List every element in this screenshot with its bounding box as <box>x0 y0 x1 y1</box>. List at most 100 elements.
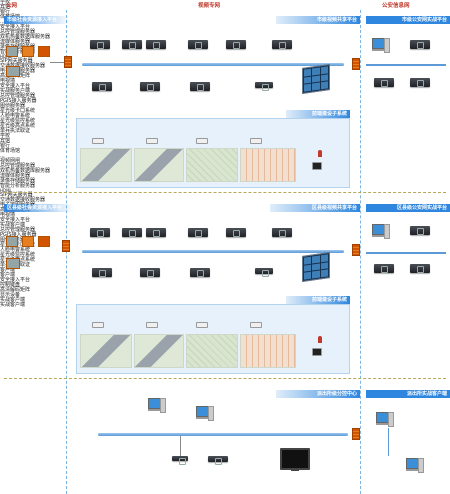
bank-icon <box>38 46 50 57</box>
server-icon <box>374 264 394 273</box>
s1-subsystem-3: 星光级高点系统 <box>0 123 36 129</box>
firewall-icon <box>62 240 70 252</box>
s1-center-banner: 市级视频共享平台 <box>276 16 360 24</box>
s2-subpanel-title: 前端建设子系统 <box>286 296 350 304</box>
server-icon <box>122 40 142 49</box>
display-icon <box>280 448 310 471</box>
s1-network-bus <box>82 63 344 66</box>
monitoring-scene <box>186 334 238 368</box>
s1-bottom-server-label-4: 电视墙 <box>0 78 16 84</box>
s1-top-server-label-2: 流媒体服务器 <box>0 39 31 45</box>
server-icon <box>90 228 110 237</box>
bodycam-icon <box>312 162 322 170</box>
s2-right-device-2: PGIS接入服务器 <box>0 232 37 238</box>
server-icon <box>146 228 166 237</box>
site-school: 学校 <box>0 0 11 5</box>
server-icon <box>272 228 292 237</box>
zone-video: 视频专网 <box>198 3 221 9</box>
monitoring-scene <box>186 148 238 182</box>
officer-icon <box>318 150 322 157</box>
s3-gateway: 安全接入平台 <box>0 277 31 283</box>
site-more: ... <box>0 19 5 25</box>
link-keyboard <box>180 436 181 456</box>
s2-left-banner: 区县级社会资源接入平台 <box>4 204 74 212</box>
firewall-icon <box>352 244 360 256</box>
separator-public-video <box>66 10 67 494</box>
firewall-icon <box>352 58 360 70</box>
zone-police: 公安信息网 <box>382 3 410 9</box>
link-sites-gateway <box>50 62 64 63</box>
firewall-icon <box>352 428 360 440</box>
decoder-icon <box>255 268 273 277</box>
s1-right-device-0: 实战服务户端 <box>0 88 31 94</box>
zone-public: 公网 <box>6 3 18 9</box>
server-icon <box>140 268 160 277</box>
client-pc-icon <box>376 412 394 427</box>
s1-gateway-right: 安全接入平台 <box>0 83 31 89</box>
site-bank: 银行 <box>0 9 11 15</box>
server-icon <box>226 40 246 49</box>
s1-bottom-server-label-0: SIP网关服务器 <box>0 58 33 64</box>
s1-subsystem-4: 单兵执法取证 <box>0 128 31 134</box>
camera-icon <box>196 322 208 328</box>
decoder-icon <box>255 82 273 91</box>
link-right-clients <box>388 428 389 456</box>
bank-icon <box>38 236 50 247</box>
camera-icon <box>92 138 104 144</box>
s1-right-banner: 市级公安网实战平台 <box>366 16 450 24</box>
s3-right-client-1: 实战客户端 <box>0 302 26 308</box>
police-bus <box>366 252 446 254</box>
server-icon <box>146 40 166 49</box>
server-icon <box>188 228 208 237</box>
s1-top-server-label-0: 总控管理服务器 <box>0 29 36 35</box>
stadium-icon <box>6 258 20 269</box>
camera-icon <box>250 322 262 328</box>
s2-right-device-0: 实战客户端 <box>0 222 26 228</box>
separator-section-1-2 <box>4 192 446 193</box>
camera-icon <box>250 138 262 144</box>
bodycam-icon <box>312 348 322 356</box>
s1-bottom-server-label-1: 交通数据接收服务器 <box>0 63 46 69</box>
site-more: ... <box>0 153 5 159</box>
s1-right-device-3: 图侦服务器 <box>0 103 26 109</box>
s3-center-banner: 派出所级分控中心 <box>276 390 360 398</box>
site-hotel: 宾馆 <box>0 4 11 10</box>
school-icon <box>6 236 18 247</box>
officer-icon <box>318 336 322 343</box>
s3-keyboard: 控制键盘 <box>0 282 21 288</box>
server-icon <box>410 264 430 273</box>
face-capture-scene <box>134 148 184 182</box>
s2-top-server-label-2: 流媒体服务器 <box>0 173 31 179</box>
server-icon <box>410 226 430 235</box>
client-pc-icon <box>196 406 214 421</box>
server-icon <box>188 40 208 49</box>
camera-icon <box>196 138 208 144</box>
firewall-icon <box>64 56 72 68</box>
video-wall-icon <box>302 252 330 282</box>
camera-icon <box>92 322 104 328</box>
s3-client-label-1: 客户端 <box>0 267 16 273</box>
site-bank: 银行 <box>0 143 11 149</box>
camera-icon <box>146 138 158 144</box>
s2-subsystem-1: 人脸电警系统 <box>0 247 31 253</box>
client-pc-icon <box>372 38 390 53</box>
video-wall-icon <box>302 64 330 94</box>
hotel-icon <box>22 236 34 247</box>
s3-right-banner: 派出所实战客户端 <box>366 390 450 398</box>
s2-right-banner: 区县级公安网实战平台 <box>366 204 450 212</box>
s1-subsystem-0: 星光级卡口系统 <box>0 108 36 114</box>
s1-subpanel-title: 前端建设子系统 <box>286 110 350 118</box>
separator-section-2-3 <box>4 378 446 379</box>
hotel-icon <box>22 46 34 57</box>
s1-subsystem-1: 人脸电警系统 <box>0 113 31 119</box>
stadium-icon <box>6 66 20 77</box>
server-icon <box>272 40 292 49</box>
server-icon <box>92 82 112 91</box>
s3-network-bus <box>98 433 348 436</box>
server-icon <box>410 40 430 49</box>
s2-bottom-server-label-0: SIP网关服务器 <box>0 192 33 198</box>
s2-bottom-server-label-4: 电视墙 <box>0 212 16 218</box>
server-icon <box>122 228 142 237</box>
server-icon <box>226 228 246 237</box>
s1-hdmi: HDMI <box>0 55 450 59</box>
